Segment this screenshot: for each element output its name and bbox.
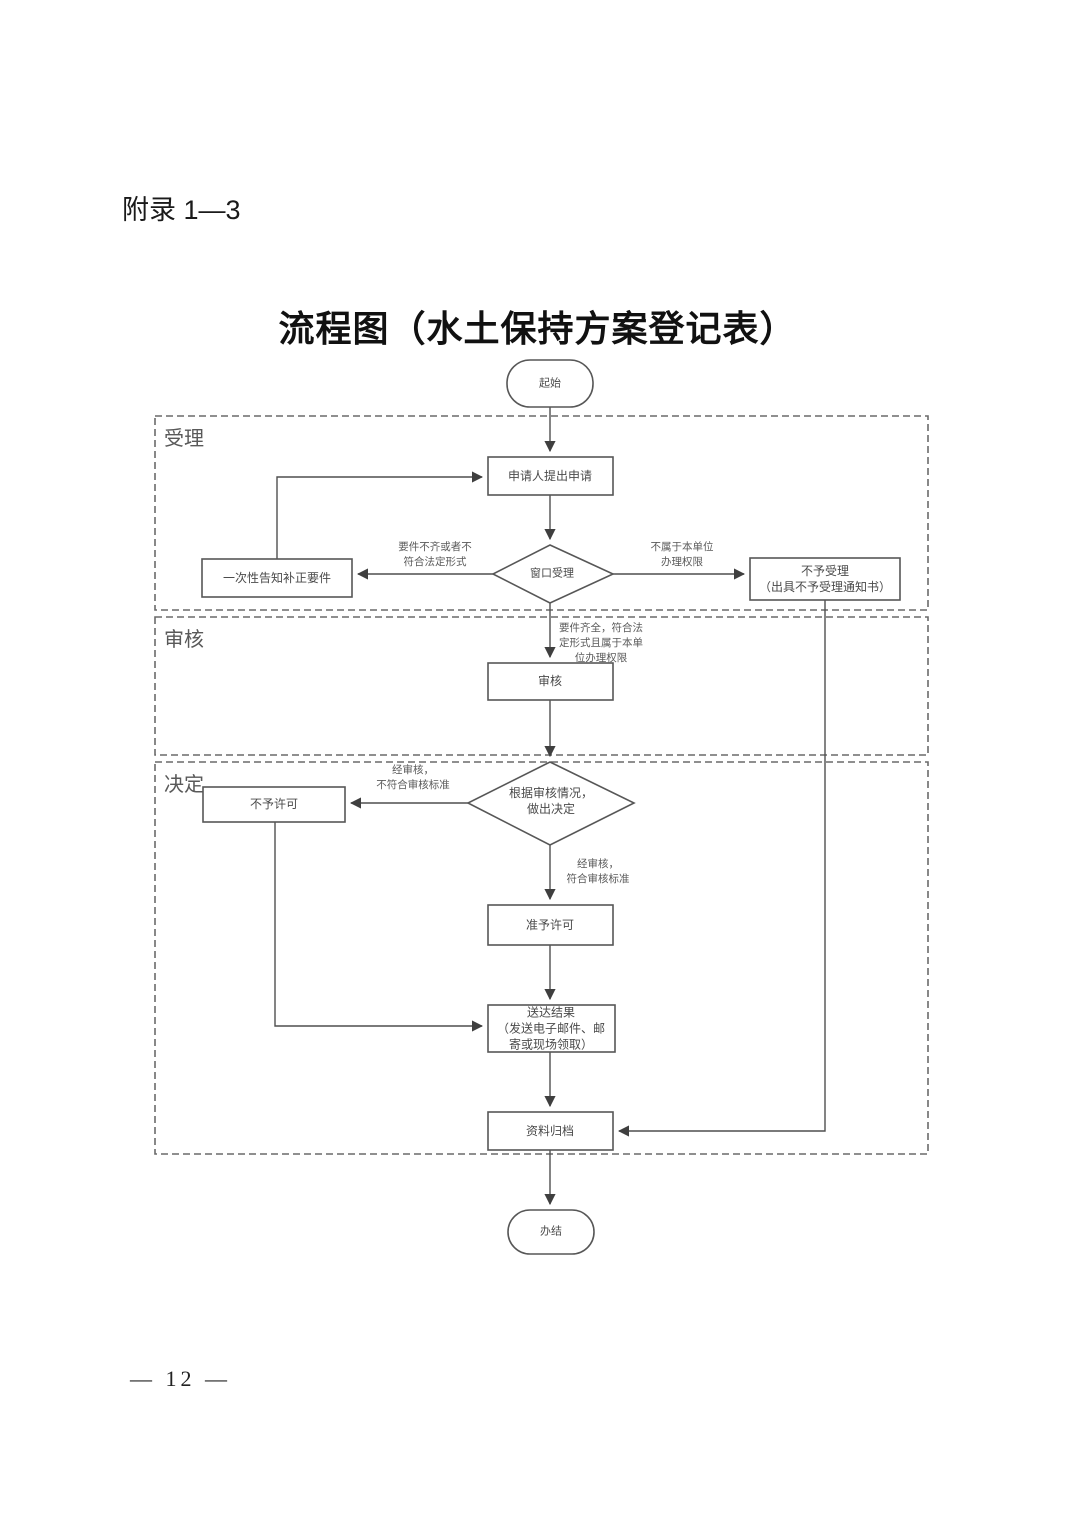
node-review-shape: [487, 662, 614, 701]
edge-label-complete: 要件齐全，符合法 定形式且属于本单 位办理权限: [559, 622, 643, 665]
node-review-label: 审核: [537, 673, 563, 688]
edge-label-review-pass: 经审核， 符合审核标准: [566, 857, 630, 885]
edge-notify-loop-to-apply: [276, 471, 484, 559]
node-grant-permit-shape: [487, 904, 614, 946]
edge-label-no-authority: 不属于本单位 办理权限: [650, 540, 714, 568]
node-apply-shape: [487, 456, 614, 496]
page-title: 流程图（水土保持方案登记表）: [278, 309, 797, 349]
node-not-accept-shape: [749, 557, 901, 601]
section-decide-label: 决定: [164, 774, 204, 796]
section-review-label: 审核: [164, 629, 204, 651]
node-grant-permit-label: 准予许可: [525, 917, 575, 932]
node-archive-label: 资料归档: [525, 1123, 575, 1138]
end-node-shape: [507, 1209, 595, 1255]
node-make-decision-shape: [466, 761, 636, 846]
edge-label-incomplete: 要件不齐或者不 符合法定形式: [398, 540, 472, 568]
edge-label-review-fail: 经审核， 不符合审核标准: [376, 763, 450, 791]
node-notify-correction-label: 一次性告知补正要件: [222, 570, 332, 585]
node-deliver-result-shape: [487, 1004, 616, 1053]
start-node-shape: [506, 359, 594, 408]
node-deny-permit-shape: [202, 786, 346, 823]
end-node-label: 办结: [540, 1225, 562, 1238]
edge-deny-to-deliver: [274, 822, 484, 1032]
node-notify-correction-shape: [201, 558, 353, 598]
edge-notaccept-to-archive: [617, 600, 826, 1137]
section-accept-label: 受理: [164, 428, 204, 450]
node-make-decision-label: 根据审核情况， 做出决定: [508, 785, 594, 816]
node-deny-permit-label: 不予许可: [249, 796, 299, 811]
node-window-accept-shape: [491, 544, 615, 604]
node-not-accept-label: 不予受理 （出具不予受理通知书）: [758, 563, 892, 594]
section-review-box: [154, 616, 929, 756]
start-node-label: 起始: [539, 377, 561, 390]
node-window-accept-label: 窗口受理: [530, 567, 574, 580]
node-archive-shape: [487, 1111, 614, 1151]
node-apply-label: 申请人提出申请: [507, 468, 593, 483]
page-number: — 12 —: [130, 1366, 231, 1391]
section-accept-box: [154, 415, 929, 611]
section-decide-box: [154, 761, 929, 1155]
node-deliver-result-label: 送达结果 （发送电子邮件、邮 寄或现场领取）: [496, 1005, 606, 1053]
appendix-label: 附录 1—3: [122, 195, 241, 225]
